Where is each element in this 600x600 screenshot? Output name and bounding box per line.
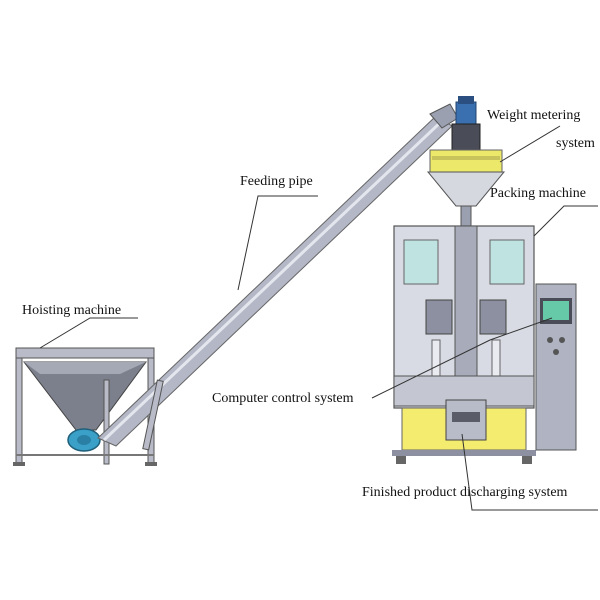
label-weight-metering-line1: Weight metering bbox=[487, 108, 580, 123]
leader-packing-machine bbox=[533, 205, 598, 237]
computer-control-cabinet bbox=[535, 283, 577, 451]
hoisting-machine-funnel-shade bbox=[24, 362, 146, 374]
leader-hoisting-machine bbox=[39, 317, 138, 349]
hoisting-machine-foot-left bbox=[13, 462, 25, 466]
vertical-rod-right bbox=[491, 339, 501, 377]
label-computer-control: Computer control system bbox=[212, 391, 354, 406]
control-knob-icon-2 bbox=[559, 337, 565, 343]
metering-hopper-band bbox=[432, 156, 500, 160]
leader-weight-metering bbox=[499, 125, 561, 163]
hoisting-machine-foot-right bbox=[145, 462, 157, 466]
hoisting-machine bbox=[13, 347, 157, 466]
metering-hopper-cone bbox=[426, 171, 506, 207]
metering-auger-tube bbox=[460, 205, 472, 227]
sealing-jaws-right bbox=[479, 299, 507, 335]
leader-feeding-pipe bbox=[237, 195, 318, 291]
servo-motor-cap bbox=[458, 96, 474, 104]
sealing-jaws-left bbox=[425, 299, 453, 335]
label-hoisting-machine: Hoisting machine bbox=[22, 303, 121, 318]
packing-machine bbox=[392, 225, 536, 464]
discharge-chute-slot bbox=[452, 412, 480, 422]
forming-tube bbox=[454, 225, 478, 377]
packing-machine-foot-left bbox=[396, 456, 406, 464]
film-roll-left bbox=[403, 239, 439, 285]
motor-hub bbox=[77, 435, 91, 445]
control-button-icon bbox=[553, 349, 559, 355]
film-roll-right bbox=[489, 239, 525, 285]
servo-motor-icon bbox=[455, 101, 477, 125]
hoisting-machine-leg-mid bbox=[103, 379, 110, 465]
label-packing-machine: Packing machine bbox=[490, 186, 586, 201]
hoisting-machine-top-rim bbox=[15, 347, 155, 359]
control-screen bbox=[543, 301, 569, 320]
leader-computer-control bbox=[371, 317, 553, 399]
feeding-pipe-support bbox=[142, 379, 164, 451]
hoisting-machine-leg-left bbox=[15, 357, 23, 465]
leader-finished-product bbox=[461, 433, 598, 511]
label-feeding-pipe: Feeding pipe bbox=[240, 174, 313, 189]
label-weight-metering-line2: system bbox=[556, 136, 595, 151]
metering-hopper-top bbox=[429, 149, 503, 173]
packing-machine-foot-right bbox=[522, 456, 532, 464]
vertical-rod-left bbox=[431, 339, 441, 377]
gearbox bbox=[451, 123, 481, 151]
label-finished-product: Finished product discharging system bbox=[362, 485, 568, 500]
control-knob-icon bbox=[547, 337, 553, 343]
